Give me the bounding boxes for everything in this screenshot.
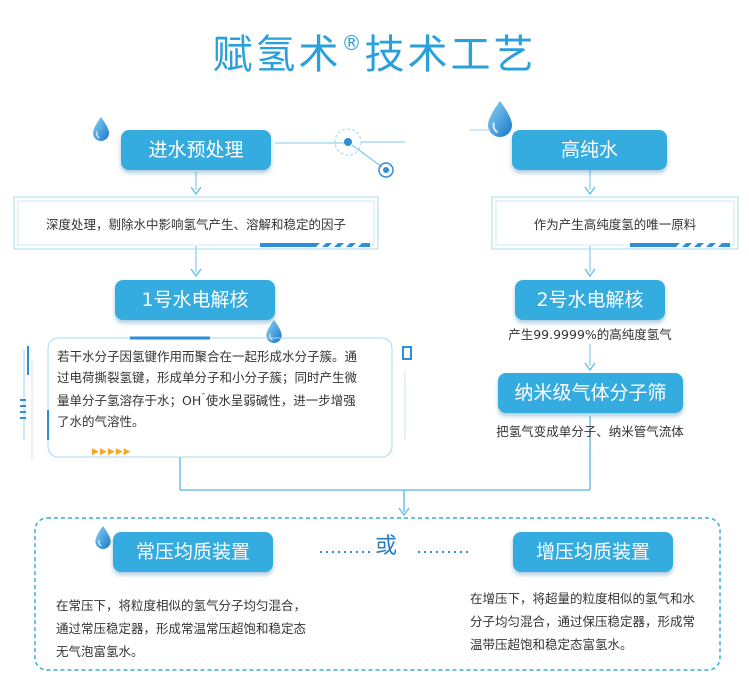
option-boosted-pressure: 增压均质装置 bbox=[513, 532, 673, 572]
desc-text: 使水呈弱碱性，进一步增强 bbox=[205, 393, 356, 409]
desc-line: 温带压超饱和稳定态富氢水。 bbox=[470, 637, 633, 652]
desc-line: 在增压下，将超量的粒度相似的氢气和水 bbox=[470, 591, 696, 606]
arrow-marks: ▶▶▶▶▶ bbox=[92, 447, 132, 457]
arrow-down-icon bbox=[584, 170, 596, 372]
boosted-pressure-desc: 在增压下，将超量的粒度相似的氢气和水 分子均匀混合，通过保压稳定器，形成常 温带… bbox=[470, 587, 715, 656]
desc-line: 若干水分子因氢键作用而聚合在一起形成水分子簇。通 bbox=[57, 349, 358, 364]
merge-lines bbox=[179, 416, 591, 517]
desc-line: 过电荷撕裂氢键，形成单分子和小分子簇；同时产生微 bbox=[57, 370, 358, 385]
electrolysis-1-desc: 若干水分子因氢键作用而聚合在一起形成水分子簇。通 过电荷撕裂氢键，形成单分子和小… bbox=[57, 346, 389, 432]
desc-line: 了水的气溶性。 bbox=[57, 414, 145, 430]
desc-line: 量单分子氢溶存于水；OH¯使水呈弱碱性，进一步增强 bbox=[57, 388, 389, 411]
title-main: 赋氢术 bbox=[212, 32, 342, 78]
title-rest: 技术工艺 bbox=[364, 32, 537, 78]
desc-line: 通过常压稳定器，形成常温常压超饱和稳定态 bbox=[56, 621, 307, 636]
normal-pressure-desc: 在常压下，将粒度相似的氢气分子均匀混合， 通过常压稳定器，形成常温常压超饱和稳定… bbox=[56, 594, 366, 663]
desc-band-left bbox=[13, 196, 379, 250]
page-title: 赋氢术®技术工艺 bbox=[0, 22, 749, 80]
or-label: 或 bbox=[375, 534, 398, 559]
step-pure-water: 高纯水 bbox=[512, 130, 667, 170]
water-drop-icon bbox=[95, 526, 111, 549]
pretreatment-desc: 深度处理，剔除水中影响氢气产生、溶解和稳定的因子 bbox=[45, 217, 346, 232]
water-drop-icon bbox=[93, 117, 109, 141]
step-electrolysis-1: 1号水电解核 bbox=[115, 280, 275, 320]
step-pretreatment: 进水预处理 bbox=[121, 130, 271, 170]
pure-water-desc: 作为产生高纯度氢的唯一原料 bbox=[533, 217, 697, 232]
circuit-node-icon bbox=[275, 128, 405, 178]
step-molecular-sieve: 纳米级气体分子筛 bbox=[498, 373, 683, 413]
electrolysis-2-desc: 产生99.9999%的高纯度氢气 bbox=[508, 327, 672, 342]
desc-sup: ¯ bbox=[201, 393, 206, 403]
desc-line: 无气泡富氢水。 bbox=[56, 644, 144, 659]
options-container bbox=[34, 517, 721, 671]
water-drop-icon bbox=[266, 320, 282, 343]
registered-mark: ® bbox=[341, 30, 365, 55]
detail-box-left bbox=[20, 336, 412, 460]
arrow-down-icon bbox=[190, 172, 202, 278]
molecular-sieve-desc: 把氢气变成单分子、纳米管气流体 bbox=[496, 424, 684, 439]
option-normal-pressure: 常压均质装置 bbox=[113, 532, 273, 572]
step-electrolysis-2: 2号水电解核 bbox=[515, 280, 665, 320]
desc-line: 分子均匀混合，通过保压稳定器，形成常 bbox=[470, 614, 696, 629]
desc-band-right bbox=[491, 196, 739, 250]
desc-line: 在常压下，将粒度相似的氢气分子均匀混合， bbox=[56, 598, 307, 613]
desc-text: 量单分子氢溶存于水；OH bbox=[57, 393, 202, 409]
water-drop-icon bbox=[488, 101, 512, 137]
